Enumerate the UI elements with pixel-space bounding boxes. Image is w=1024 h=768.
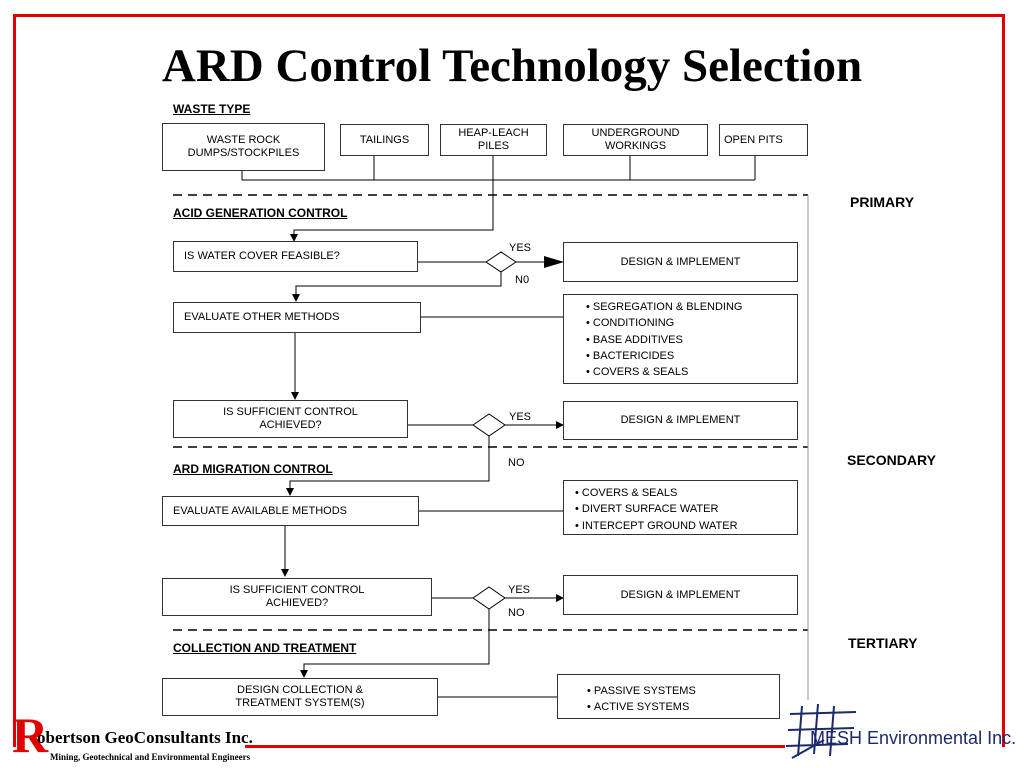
list-item: COVERS & SEALS <box>575 485 797 501</box>
robertson-r-mark: R <box>12 707 49 763</box>
list-item: PASSIVE SYSTEMS <box>587 683 779 699</box>
section-ard-migration-control: ARD MIGRATION CONTROL <box>173 462 333 476</box>
decision-1-yes-label: YES <box>509 242 532 254</box>
step-evaluate-other-methods: EVALUATE OTHER METHODS <box>173 302 421 333</box>
decision-diamond-2 <box>472 413 506 437</box>
connector-to-water-cover <box>290 156 494 242</box>
outcome-design-implement-1: DESIGN & IMPLEMENT <box>563 242 798 282</box>
section-acid-generation-control: ACID GENERATION CONTROL <box>173 206 348 220</box>
list-item: ACTIVE SYSTEMS <box>587 699 779 715</box>
list-item: COVERS & SEALS <box>586 364 797 380</box>
step-design-collection-treatment: DESIGN COLLECTION & TREATMENT SYSTEM(S) <box>162 678 438 716</box>
list-item: BACTERICIDES <box>586 348 797 364</box>
step-sufficient-control-1: IS SUFFICIENT CONTROL ACHIEVED? <box>173 400 408 438</box>
list-item: DIVERT SURFACE WATER <box>575 501 797 517</box>
outcome-design-implement-2: DESIGN & IMPLEMENT <box>563 401 798 440</box>
robertson-company-tagline: Mining, Geotechnical and Environmental E… <box>50 752 251 762</box>
no-connector-3 <box>300 609 490 678</box>
section-waste-type: WASTE TYPE <box>173 102 251 116</box>
mesh-company-name: MESH Environmental Inc. <box>810 728 1017 748</box>
robertson-geoconsultants-logo: R obertson GeoConsultants Inc. Mining, G… <box>4 708 254 766</box>
mesh-environmental-logo: MESH Environmental Inc. <box>780 700 1020 766</box>
step-water-cover-feasible: IS WATER COVER FEASIBLE? <box>173 241 418 272</box>
tier-secondary: SECONDARY <box>847 452 936 468</box>
slide-frame <box>13 14 1005 747</box>
list-acid-control-methods: SEGREGATION & BLENDING CONDITIONING BASE… <box>563 294 798 384</box>
list-item: CONDITIONING <box>586 315 797 331</box>
decision-diamond-3 <box>472 586 506 610</box>
list-migration-control-methods: COVERS & SEALS DIVERT SURFACE WATER INTE… <box>563 480 798 535</box>
no-connector-1 <box>292 272 502 302</box>
waste-type-open-pits: OPEN PITS <box>719 124 808 156</box>
step-sufficient-control-2: IS SUFFICIENT CONTROL ACHIEVED? <box>162 578 432 616</box>
mesh-emblem-icon <box>785 703 857 759</box>
list-item: INTERCEPT GROUND WATER <box>575 518 797 534</box>
list-item: BASE ADDITIVES <box>586 332 797 348</box>
decision-2-no-label: NO <box>508 457 525 469</box>
waste-type-tailings: TAILINGS <box>340 124 429 156</box>
outcome-design-implement-3: DESIGN & IMPLEMENT <box>563 575 798 615</box>
decision-3-no-label: NO <box>508 607 525 619</box>
waste-type-heap-leach: HEAP-LEACH PILES <box>440 124 547 156</box>
decision-2-yes-label: YES <box>509 411 532 423</box>
slide-title: ARD Control Technology Selection <box>161 40 863 92</box>
robertson-company-name: obertson GeoConsultants Inc. <box>37 728 253 747</box>
section-collection-treatment: COLLECTION AND TREATMENT <box>173 641 357 655</box>
step-evaluate-available-methods: EVALUATE AVAILABLE METHODS <box>162 496 419 526</box>
decision-diamond-1 <box>485 251 517 273</box>
decision-1-no-label: N0 <box>515 274 530 286</box>
list-item: SEGREGATION & BLENDING <box>586 299 797 315</box>
slide-frame-bottom-rule <box>245 745 785 748</box>
decision-3-yes-label: YES <box>508 584 531 596</box>
tier-primary: PRIMARY <box>850 194 915 210</box>
waste-type-underground: UNDERGROUND WORKINGS <box>563 124 708 156</box>
no-connector-2 <box>286 436 490 496</box>
tier-tertiary: TERTIARY <box>848 635 918 651</box>
waste-type-waste-rock: WASTE ROCK DUMPS/STOCKPILES <box>162 123 325 171</box>
list-treatment-systems: PASSIVE SYSTEMS ACTIVE SYSTEMS <box>557 674 780 719</box>
